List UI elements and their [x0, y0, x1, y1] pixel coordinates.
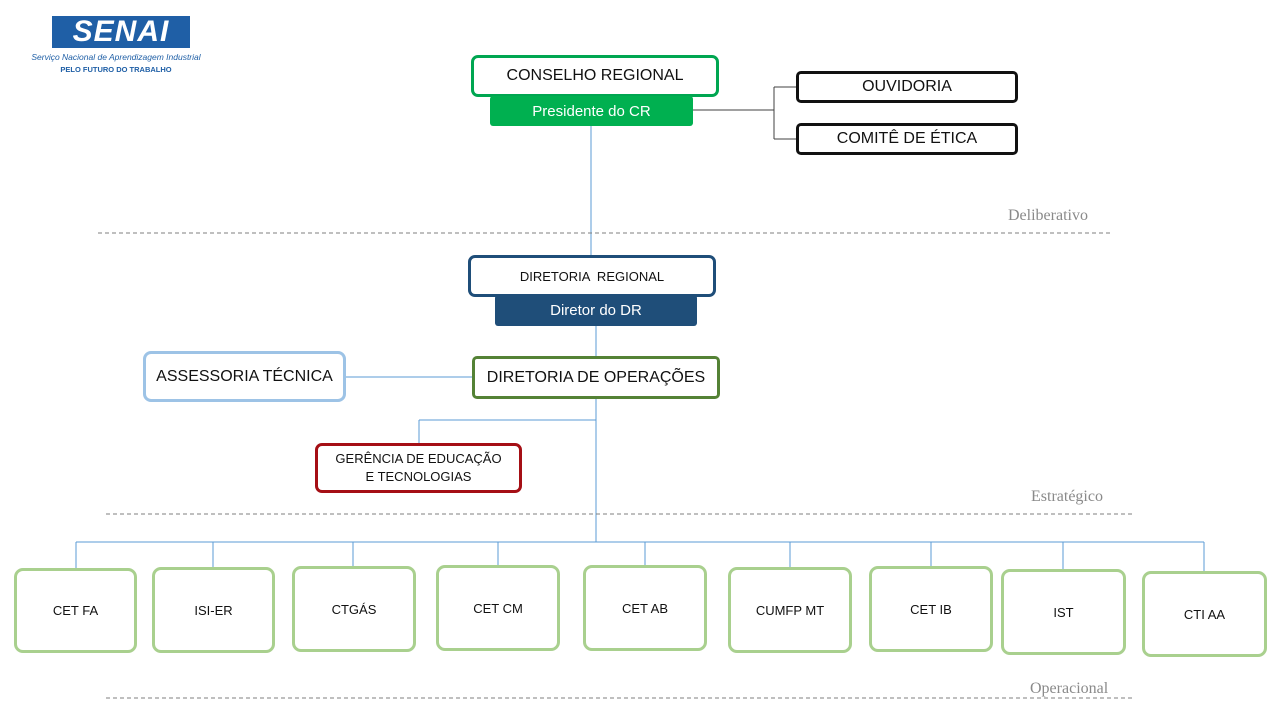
- unit-ist: IST: [1001, 569, 1126, 655]
- diretor-label: Diretor do DR: [550, 302, 642, 319]
- diretoria-regional-label: DIRETORIA REGIONAL: [519, 268, 665, 284]
- assessoria-tecnica-box: ASSESSORIA TÉCNICA: [143, 351, 346, 402]
- level-deliberativo: Deliberativo: [1008, 207, 1088, 224]
- comite-etica-box: COMITÊ DE ÉTICA: [796, 123, 1018, 155]
- unit-label: CTI AA: [1183, 606, 1226, 622]
- conselho-regional-label: CONSELHO REGIONAL: [506, 67, 684, 84]
- unit-label: CET AB: [621, 600, 668, 616]
- senai-logo: SENAI Serviço Nacional de Aprendizagem I…: [16, 14, 216, 78]
- presidente-label: Presidente do CR: [532, 102, 651, 120]
- unit-label: IST: [1053, 604, 1074, 620]
- gerencia-educacao-box: GERÊNCIA DE EDUCAÇÃO E TECNOLOGIAS: [315, 443, 522, 493]
- unit-cet-cm: CET CM: [436, 565, 560, 651]
- logo-wordmark: SENAI: [52, 16, 190, 48]
- diretor-tag: Diretor do DR: [495, 295, 697, 326]
- conselho-regional-box: CONSELHO REGIONAL: [471, 55, 719, 97]
- level-operacional: Operacional: [1030, 680, 1109, 697]
- diretoria-regional-box: DIRETORIA REGIONAL: [468, 255, 716, 297]
- unit-label: CTGÁS: [331, 601, 377, 617]
- logo-subtitle: Serviço Nacional de Aprendizagem Industr…: [31, 52, 201, 62]
- level-estrategico: Estratégico: [1031, 488, 1103, 505]
- gerencia-educacao-label: GERÊNCIA DE EDUCAÇÃO E TECNOLOGIAS: [335, 451, 502, 484]
- unit-cumfp-mt: CUMFP MT: [728, 567, 852, 653]
- unit-label: ISI-ER: [194, 602, 233, 618]
- ouvidoria-box: OUVIDORIA: [796, 71, 1018, 103]
- comite-etica-label: COMITÊ DE ÉTICA: [836, 130, 978, 147]
- unit-cet-ib: CET IB: [869, 566, 993, 652]
- ouvidoria-label: OUVIDORIA: [862, 78, 952, 95]
- logo-slogan: PELO FUTURO DO TRABALHO: [60, 65, 172, 74]
- presidente-tag: Presidente do CR: [490, 96, 693, 126]
- unit-label: CET IB: [910, 601, 952, 617]
- unit-isi-er: ISI-ER: [152, 567, 275, 653]
- diretoria-operacoes-label: DIRETORIA DE OPERAÇÕES: [486, 368, 706, 386]
- unit-label: CET CM: [473, 600, 523, 616]
- unit-cti-aa: CTI AA: [1142, 571, 1267, 657]
- unit-cet-fa: CET FA: [14, 568, 137, 653]
- unit-label: CUMFP MT: [755, 602, 825, 618]
- assessoria-tecnica-label: ASSESSORIA TÉCNICA: [156, 367, 333, 385]
- unit-label: CET FA: [52, 603, 99, 618]
- unit-ctgas: CTGÁS: [292, 566, 416, 652]
- diretoria-operacoes-box: DIRETORIA DE OPERAÇÕES: [472, 356, 720, 399]
- unit-cet-ab: CET AB: [583, 565, 707, 651]
